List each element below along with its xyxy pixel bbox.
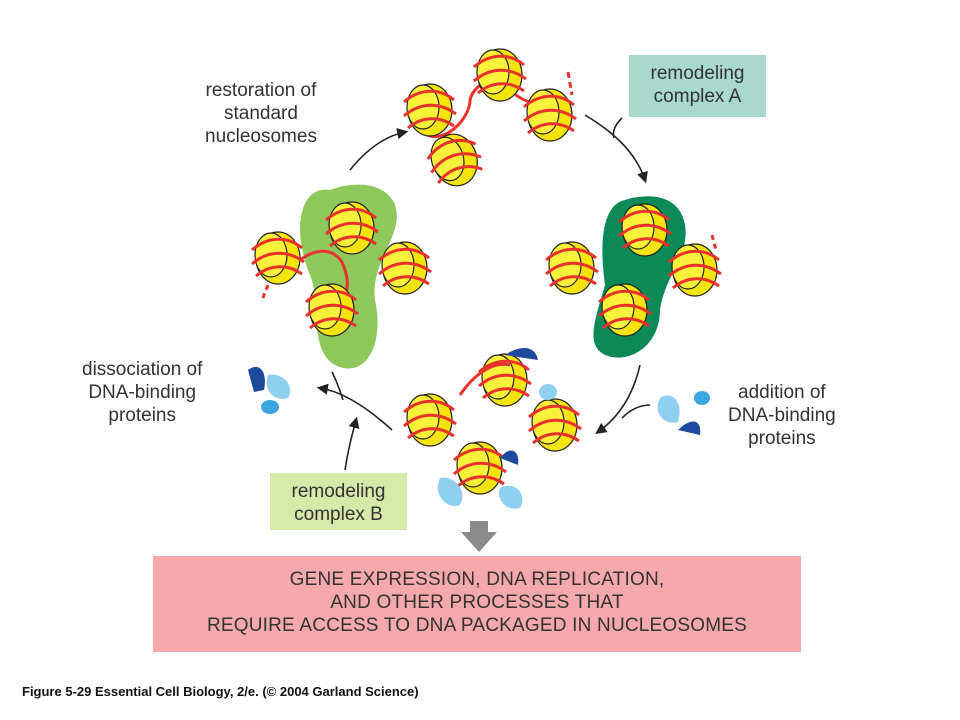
arrow-remodeling-a-input bbox=[612, 117, 623, 139]
arrow-restoration bbox=[349, 128, 409, 171]
complex-a-cluster bbox=[544, 196, 723, 358]
free-proteins-left bbox=[248, 366, 291, 414]
complex-b-cluster bbox=[250, 184, 433, 369]
outcome-box: GENE EXPRESSION, DNA REPLICATION, AND OT… bbox=[153, 556, 801, 652]
outcome-text: GENE EXPRESSION, DNA REPLICATION, AND OT… bbox=[206, 569, 748, 636]
label-remodeling-a: remodeling complex A bbox=[650, 63, 745, 107]
label-addition: addition of DNA-binding proteins bbox=[728, 382, 836, 449]
protein-bound-cluster bbox=[402, 348, 583, 509]
arrow-dissociation-release bbox=[331, 371, 344, 401]
remodeling-complex-b-box: remodeling complex B bbox=[270, 473, 407, 530]
arrow-remodeling-b-input bbox=[344, 416, 360, 471]
label-dissociation: dissociation of DNA-binding proteins bbox=[82, 359, 203, 426]
label-restoration: restoration of standard nucleosomes bbox=[205, 80, 317, 147]
arrow-addition bbox=[595, 364, 641, 434]
free-proteins-right bbox=[657, 391, 710, 435]
remodeling-complex-a-box: remodeling complex A bbox=[629, 55, 766, 117]
label-remodeling-b: remodeling complex B bbox=[291, 481, 386, 525]
figure-caption: Figure 5-29 Essential Cell Biology, 2/e.… bbox=[22, 684, 419, 699]
arrow-remodeling-a bbox=[584, 114, 648, 184]
arrow-dissociation bbox=[316, 383, 393, 431]
arrow-addition-input bbox=[621, 404, 651, 419]
arrow-to-outcome bbox=[461, 521, 497, 552]
standard-nucleosomes-top bbox=[402, 47, 578, 194]
